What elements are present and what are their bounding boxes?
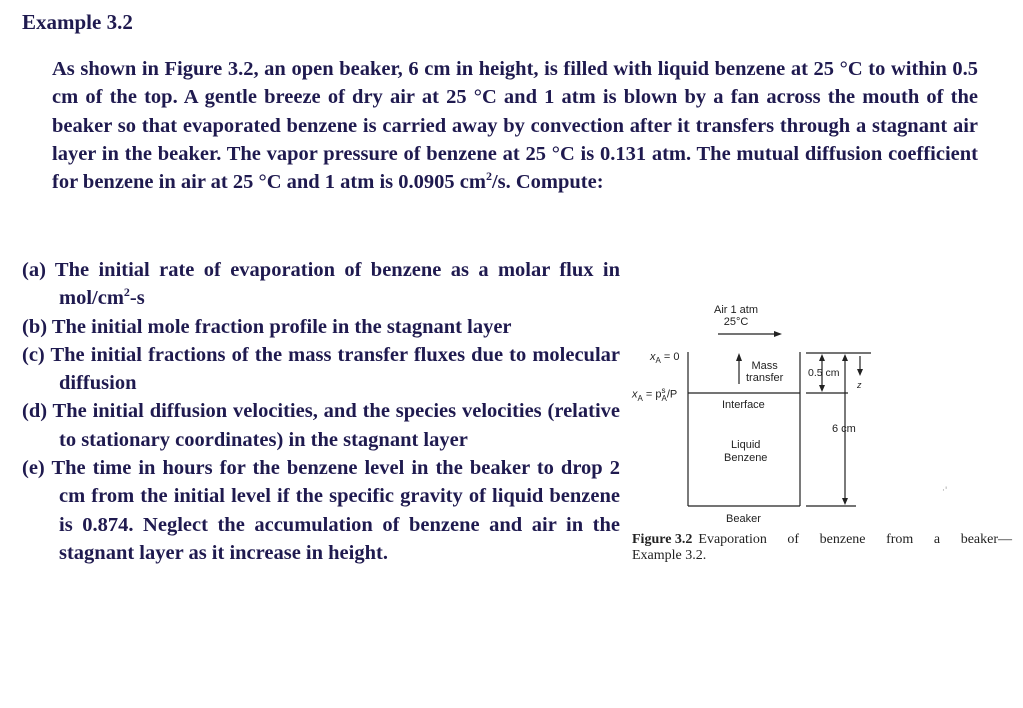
item-text: The time in hours for the benzene level …	[51, 457, 620, 564]
liquid-label-line1: Liquid	[731, 439, 761, 451]
question-item-b: (b) The initial mole fraction profile in…	[22, 313, 620, 341]
beaker-diagram	[687, 331, 871, 507]
caption-line1: Figure 3.2 Evaporation of benzene from a…	[632, 532, 1012, 548]
superscript: 2	[123, 285, 130, 300]
item-text: The initial mole fraction profile in the…	[51, 315, 512, 338]
air-label: Air 1 atm 25°C	[714, 304, 758, 328]
item-label: (a)	[22, 259, 46, 281]
mass-transfer-line1: Mass	[751, 360, 778, 372]
dim-6-arrow-down	[842, 498, 848, 505]
beaker-label: Beaker	[726, 513, 761, 525]
question-item-a: (a) The initial rate of evaporation of b…	[22, 256, 620, 313]
liquid-benzene-label: Liquid Benzene	[724, 439, 767, 465]
example-heading: Example 3.2	[22, 10, 133, 34]
figure-caption: Figure 3.2 Evaporation of benzene from a…	[632, 532, 1012, 564]
air-flow-arrowhead	[774, 331, 782, 337]
scan-artifact: ·'	[942, 486, 948, 496]
dim-05-arrow-down	[819, 385, 825, 392]
problem-statement: As shown in Figure 3.2, an open beaker, …	[52, 55, 978, 196]
beaker-figure: Air 1 atm 25°C xA = 0 xA = psA/P Mass tr…	[626, 296, 1016, 576]
superscript: 2	[485, 169, 492, 184]
dim-05-arrow-up	[819, 354, 825, 361]
liquid-label-line2: Benzene	[724, 452, 768, 464]
item-text: The initial rate of evaporation of benze…	[54, 259, 620, 310]
item-label: (d)	[22, 400, 48, 423]
xa-bottom-value: = p	[642, 388, 662, 401]
interface-label: Interface	[722, 399, 765, 411]
mass-transfer-arrowhead	[736, 353, 742, 361]
mole-fraction-bottom-label: xA = psA/P	[632, 386, 677, 403]
caption-title: Evaporation of benzene from a beaker—	[698, 532, 1012, 547]
dim-6-arrow-up	[842, 354, 848, 361]
item-text: The initial diffusion velocities, and th…	[52, 400, 620, 451]
z-label: z	[857, 380, 862, 390]
caption-line2: Example 3.2.	[632, 548, 707, 563]
item-text-end: -s	[129, 287, 145, 310]
xa-bottom-end: /P	[666, 388, 678, 401]
mass-transfer-line2: transfer	[746, 372, 784, 384]
dim-6-label: 6 cm	[832, 423, 856, 435]
problem-statement-end: /s. Compute:	[491, 171, 604, 194]
xa-subscript: A	[655, 356, 661, 366]
item-label: (c)	[22, 343, 45, 366]
xa-top-value: = 0	[660, 351, 680, 363]
question-item-e: (e) The time in hours for the benzene le…	[22, 454, 620, 567]
question-item-d: (d) The initial diffusion velocities, an…	[22, 397, 620, 454]
air-label-line1: Air 1 atm	[714, 304, 759, 316]
xa-symbol: x	[632, 388, 638, 401]
p-subscript: A	[661, 393, 667, 403]
caption-figure-number: Figure 3.2	[632, 532, 693, 547]
z-axis-arrowhead	[857, 369, 863, 376]
item-text: The initial fractions of the mass transf…	[50, 343, 620, 395]
xa-symbol: x	[650, 351, 656, 363]
question-item-c: (c) The initial fractions of the mass tr…	[22, 341, 620, 398]
problem-statement-text: As shown in Figure 3.2, an open beaker, …	[52, 58, 978, 194]
air-label-line2: 25°C	[723, 316, 749, 328]
xa-subscript: A	[637, 393, 643, 403]
dim-05-label: 0.5 cm	[808, 367, 840, 379]
mass-transfer-label: Mass transfer	[746, 360, 783, 384]
item-label: (e)	[22, 457, 45, 480]
p-superscript: s	[661, 386, 666, 395]
item-label: (b)	[22, 315, 48, 338]
mole-fraction-top-label: xA = 0	[650, 351, 680, 365]
question-list: (a) The initial rate of evaporation of b…	[22, 256, 620, 567]
